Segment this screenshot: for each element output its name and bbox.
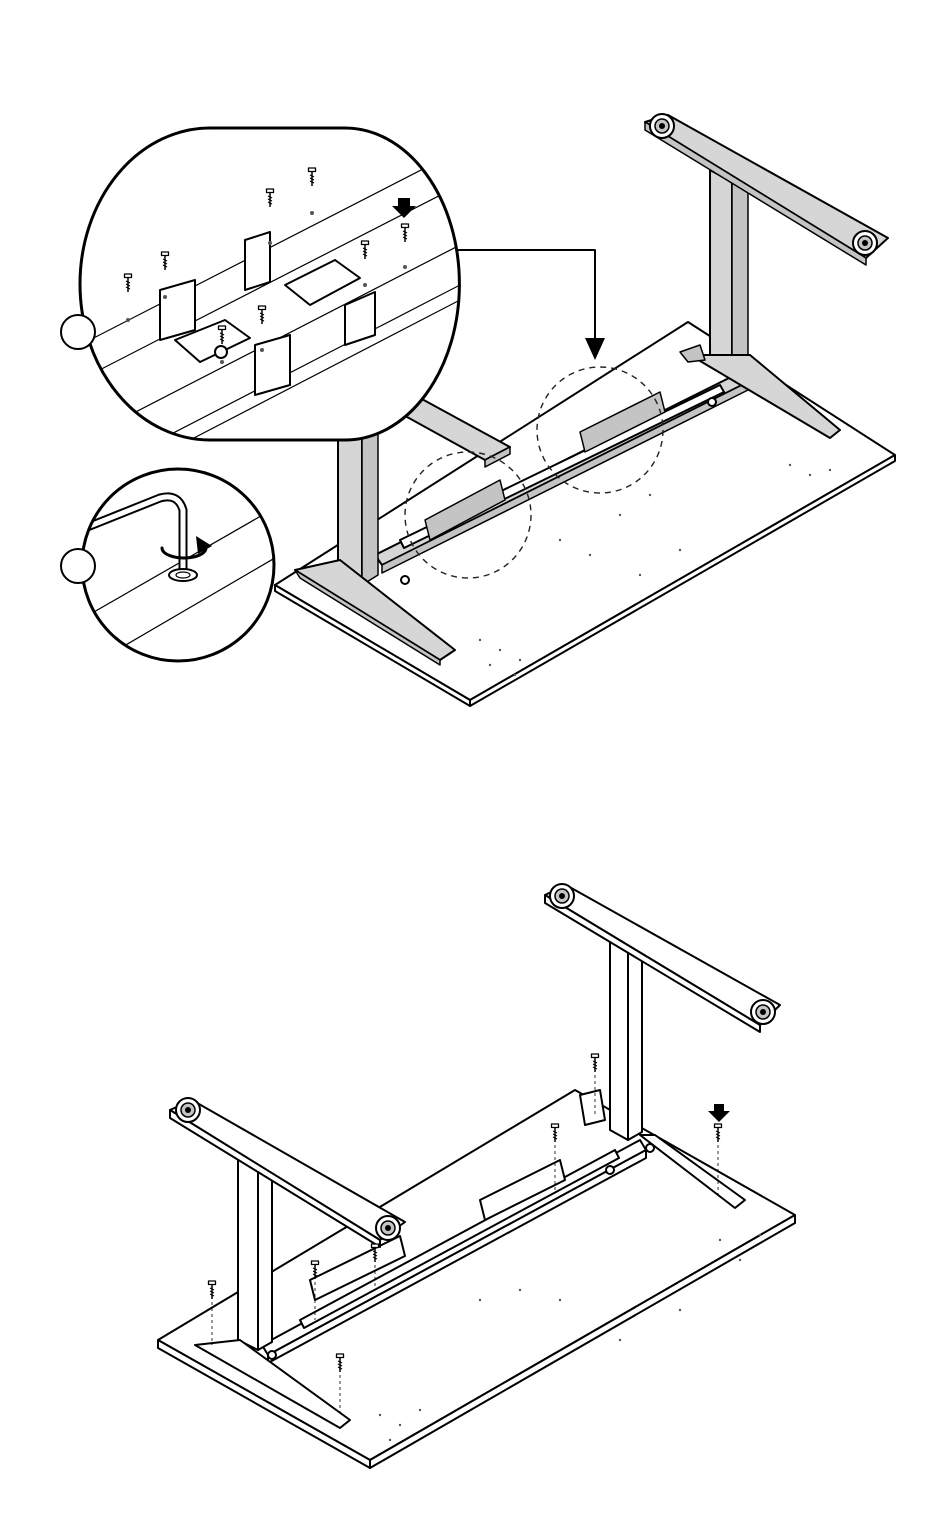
screw-icon: [715, 1124, 722, 1142]
callout-screws: [61, 128, 460, 445]
screw-icon: [592, 1054, 599, 1072]
down-arrow-icon: [708, 1104, 730, 1122]
screw-icon: [209, 1281, 216, 1299]
step-bubble: [61, 315, 95, 349]
step-bubble: [61, 549, 95, 583]
step-a-assembly: [61, 114, 895, 706]
callout-leader-arrow: [450, 250, 605, 360]
callout-wrench: [61, 469, 280, 661]
step-b-assembly: [158, 884, 795, 1468]
